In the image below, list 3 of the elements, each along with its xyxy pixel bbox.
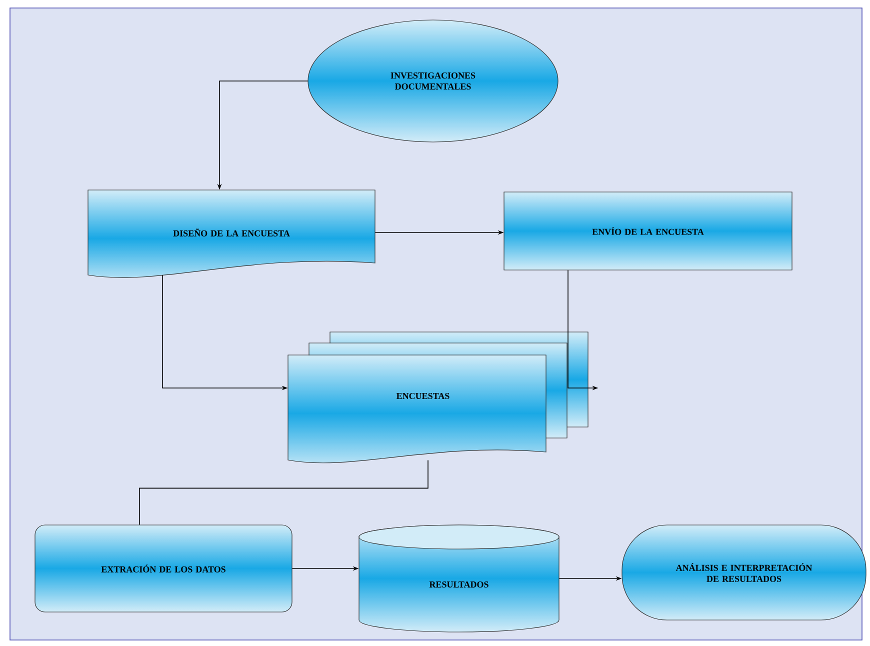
process-box: EXTRACIÓN DE LOS DATOS [34, 524, 292, 612]
database-cylinder: RESULTADOS [358, 524, 560, 632]
process-box: ENVÍO DE LA ENCUESTA [504, 192, 792, 270]
